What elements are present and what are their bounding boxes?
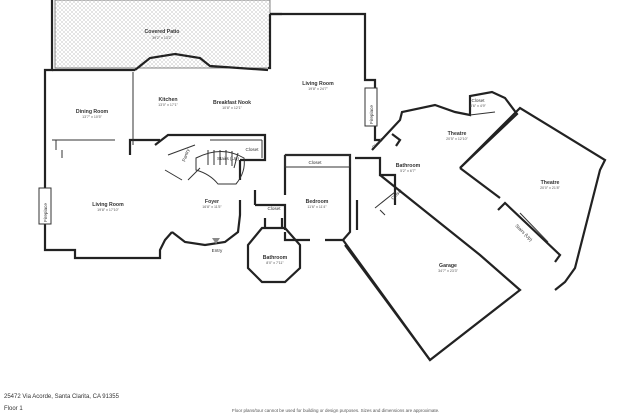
closet-theatre-dim: 8'6" x 4'9" <box>470 104 486 108</box>
stairs-up-label: Stairs (Up) <box>217 156 239 161</box>
garage-name: Garage <box>439 263 457 269</box>
kitchen-name: Kitchen <box>158 97 177 103</box>
closet-stairs-label: Closet <box>245 147 259 152</box>
floor-label: Floor 1 <box>4 406 23 412</box>
breakfast-nook-name: Breakfast Nook <box>213 100 251 106</box>
covered-patio-dim: 39'2" x 13'2" <box>152 36 172 40</box>
address-text: 25472 Via Acorde, Santa Clarita, CA 9135… <box>4 394 119 400</box>
living-room-upper-name: Living Room <box>302 81 334 87</box>
theatre-large-name: Theatre <box>541 180 560 186</box>
fireplace-right: Fireplace <box>364 87 378 127</box>
disclaimer-text: Floor plans/tour cannot be used for buil… <box>232 408 440 413</box>
bathroom-round-name: Bathroom <box>263 255 288 261</box>
closet-bedroom-label: Closet <box>308 160 322 165</box>
theatre-large-dim: 20'0" x 21'8" <box>540 186 560 190</box>
closet-garage-label: Closet <box>390 187 403 200</box>
bathroom-upper-name: Bathroom <box>396 163 421 169</box>
fireplace-left: Fireplace <box>38 187 52 225</box>
kitchen-dim: 13'0" x 17'1" <box>158 103 178 107</box>
pantry-label: Pantry <box>181 147 190 162</box>
dining-room-name: Dining Room <box>76 109 109 115</box>
living-room-lower-name: Living Room <box>92 202 124 208</box>
theatre-small-name: Theatre <box>448 131 467 137</box>
living-room-upper-dim: 19'8" x 24'7" <box>308 87 328 91</box>
bedroom-closet <box>284 154 351 168</box>
dining-room-dim: 13'7" x 10'5" <box>82 115 102 119</box>
bathroom-round <box>246 218 302 284</box>
room-labels: Covered Patio 39'2" x 13'2" Kitchen 13'0… <box>76 29 561 273</box>
theatre-small-walls <box>371 90 519 169</box>
foyer-dim: 16'8" x 11'5" <box>202 205 222 209</box>
foyer-name: Foyer <box>205 199 219 205</box>
bathroom-round-dim: 8'0" x 7'11" <box>266 261 284 265</box>
fireplace-right-label: Fireplace <box>369 105 374 124</box>
garage-walls <box>342 167 522 362</box>
bedroom-name: Bedroom <box>306 199 329 205</box>
stairs-up[interactable] <box>207 150 239 169</box>
fireplace-left-label: Fireplace <box>43 203 48 222</box>
entry-marker[interactable] <box>212 238 220 244</box>
living-room-lower-dim: 19'8" x 17'10" <box>97 208 119 212</box>
interior-partitions <box>52 72 263 185</box>
bedroom-dim: 11'6" x 11'4" <box>307 205 327 209</box>
breakfast-nook-dim: 10'8" x 12'1" <box>222 106 242 110</box>
garage-dim: 34'7" x 23'3" <box>438 269 458 273</box>
entry-label: Entry <box>212 248 223 253</box>
closet-hall-label: Closet <box>267 206 281 211</box>
closet-theatre-label: Closet <box>471 98 485 103</box>
main-house-walls <box>43 0 397 260</box>
bathroom-upper-dim: 5'2" x 6'7" <box>400 169 416 173</box>
covered-patio-name: Covered Patio <box>145 29 180 35</box>
theatre-small-dim: 20'5" x 12'10" <box>446 137 468 141</box>
theatre-large-walls <box>459 106 607 291</box>
